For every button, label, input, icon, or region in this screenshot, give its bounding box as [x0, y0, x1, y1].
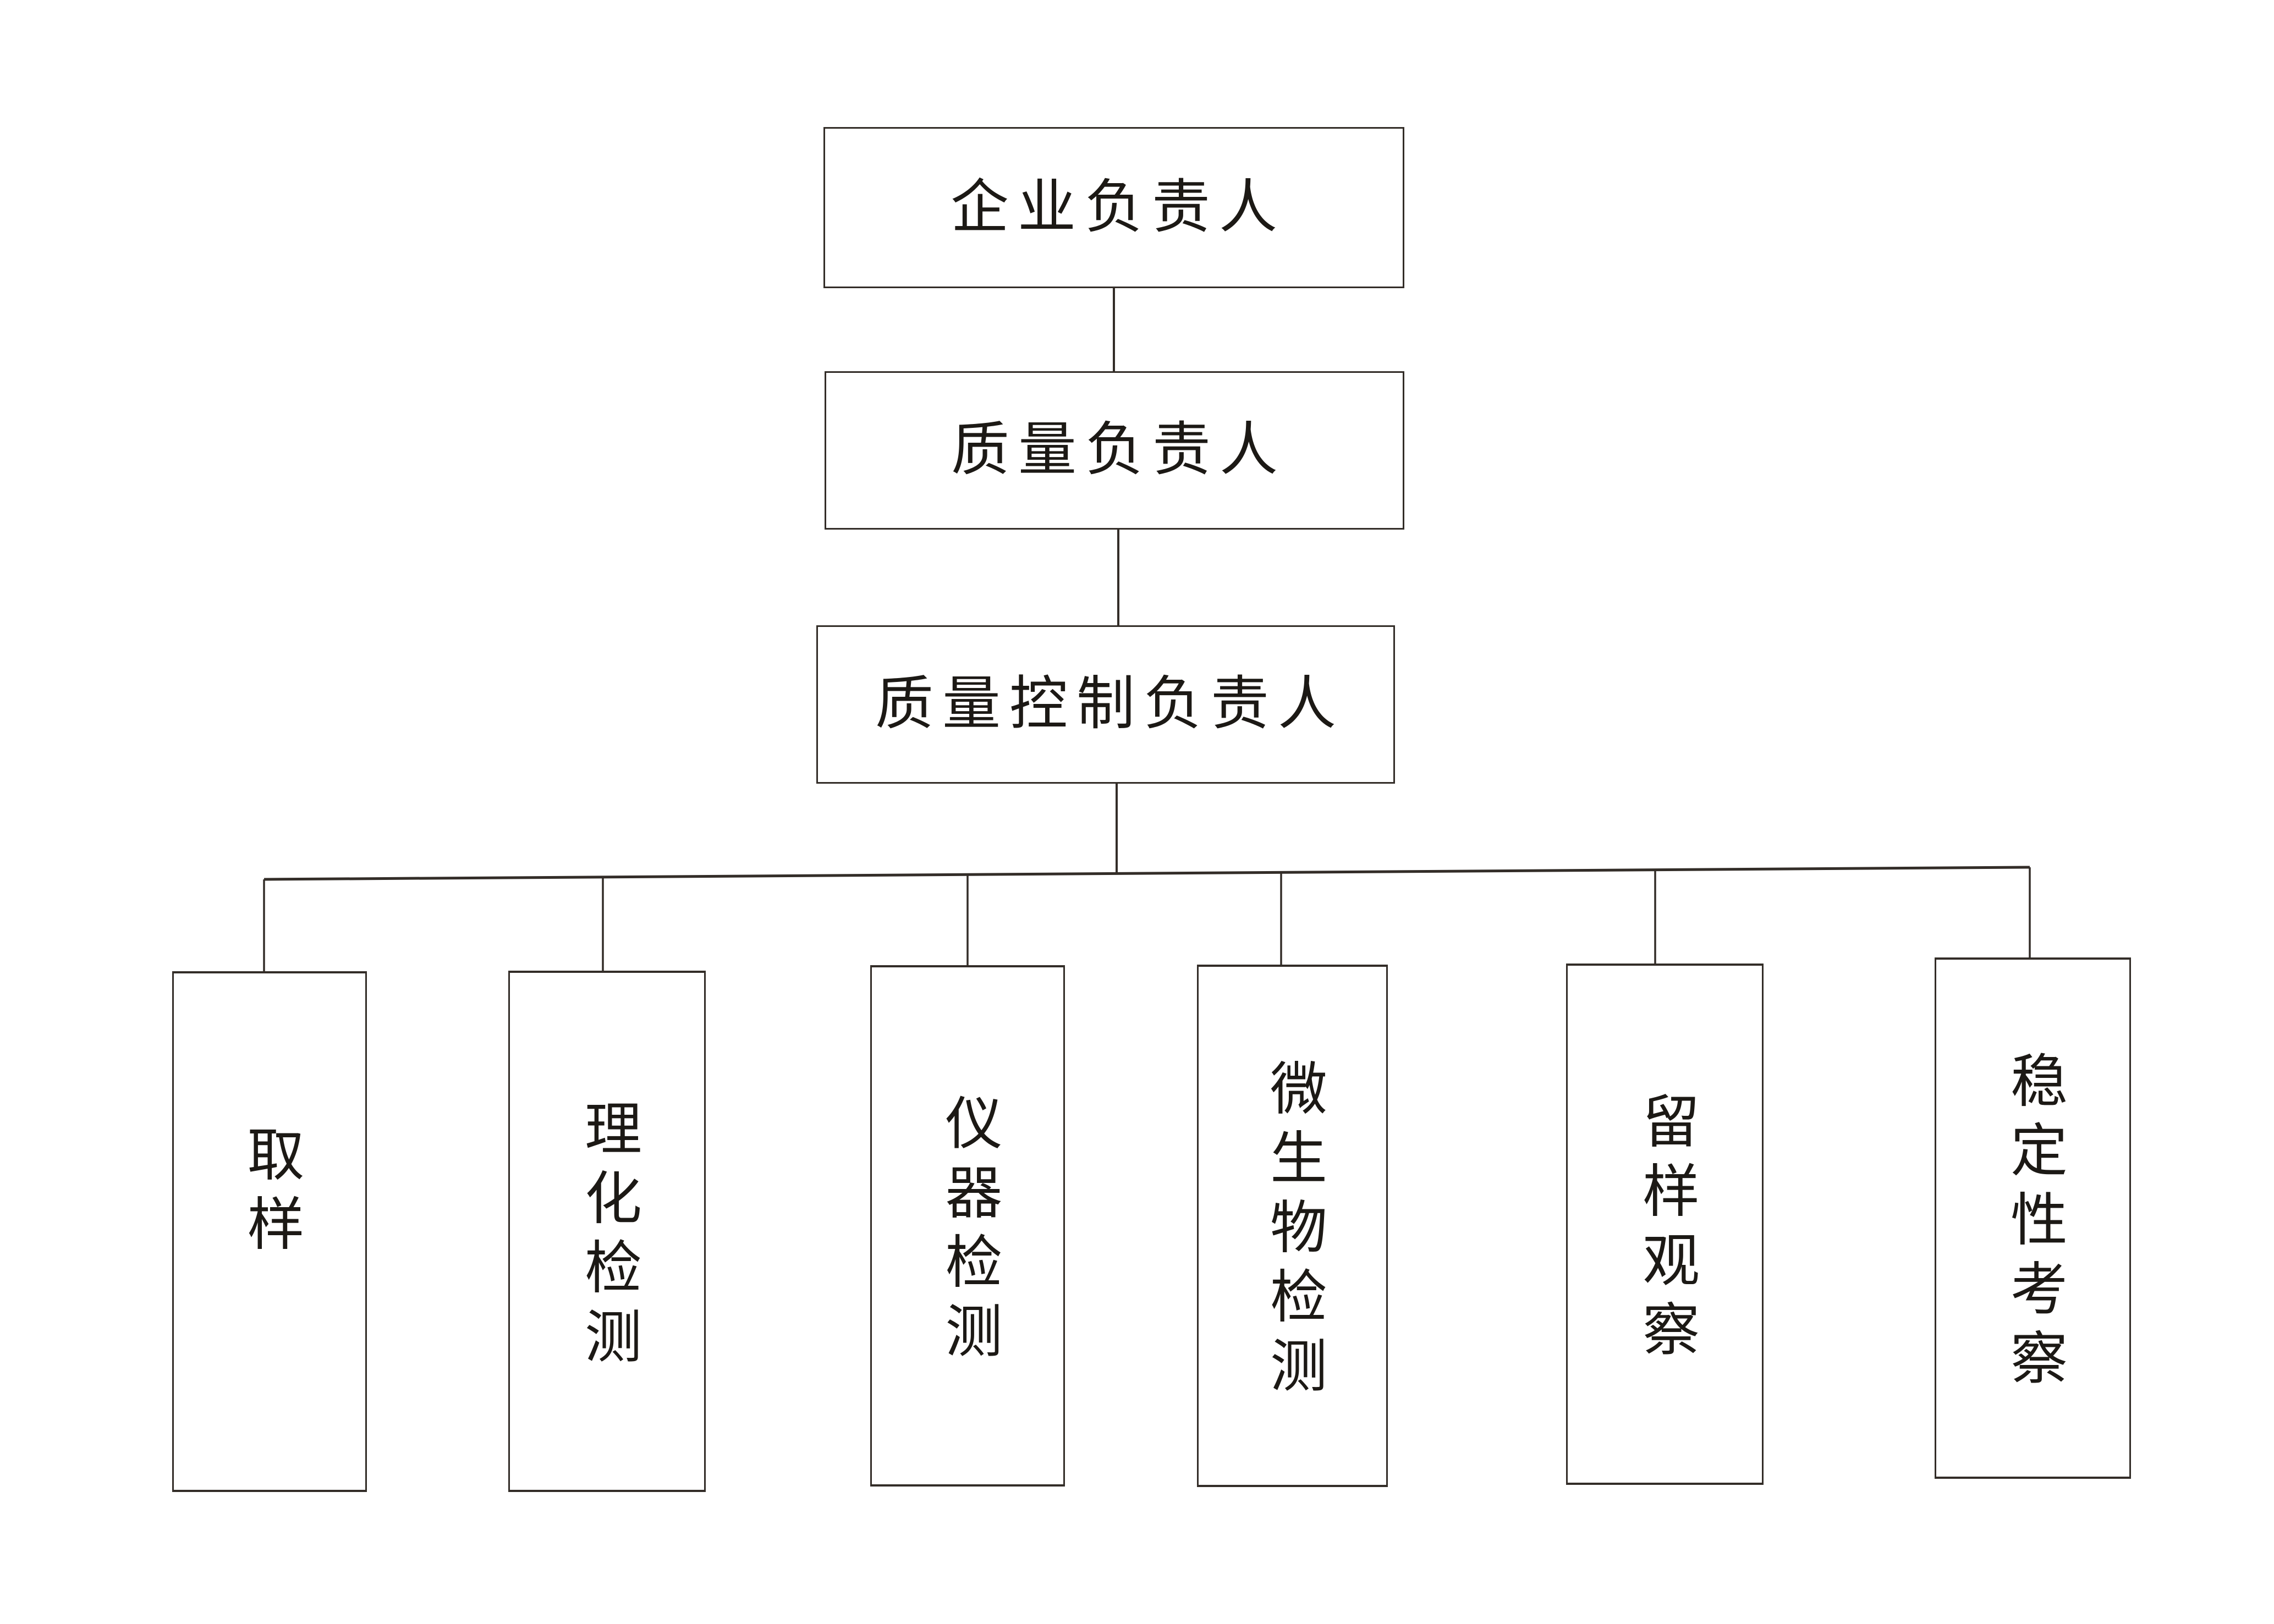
instrument-testing-label: 仪器检测	[936, 1093, 999, 1370]
quality-control-head-label: 质量控制负责人	[875, 672, 1345, 736]
box-quality-control-head: 质量控制负责人	[816, 625, 1395, 784]
distribution-rail	[263, 866, 2030, 881]
microbiology-testing-label: 微生物检测	[1261, 1059, 1325, 1405]
stability-study-label: 稳定性考察	[2001, 1051, 2065, 1397]
box-quality-head: 质量负责人	[825, 371, 1404, 530]
retained-sample-observation-label: 留样观察	[1633, 1092, 1697, 1369]
box-instrument-testing: 仪器检测	[870, 965, 1065, 1487]
quality-head-label: 质量负责人	[951, 418, 1287, 482]
physicochemical-testing-label: 理化检测	[575, 1099, 639, 1376]
box-sampling: 取样	[172, 971, 367, 1492]
box-physicochemical-testing: 理化检测	[508, 971, 706, 1492]
box-stability-study: 稳定性考察	[1935, 957, 2131, 1479]
box-enterprise-head: 企业负责人	[823, 127, 1404, 288]
box-retained-sample-observation: 留样观察	[1566, 964, 1764, 1485]
box-microbiology-testing: 微生物检测	[1197, 965, 1388, 1487]
enterprise-head-label: 企业负责人	[951, 175, 1286, 240]
sampling-label: 取样	[238, 1124, 301, 1263]
